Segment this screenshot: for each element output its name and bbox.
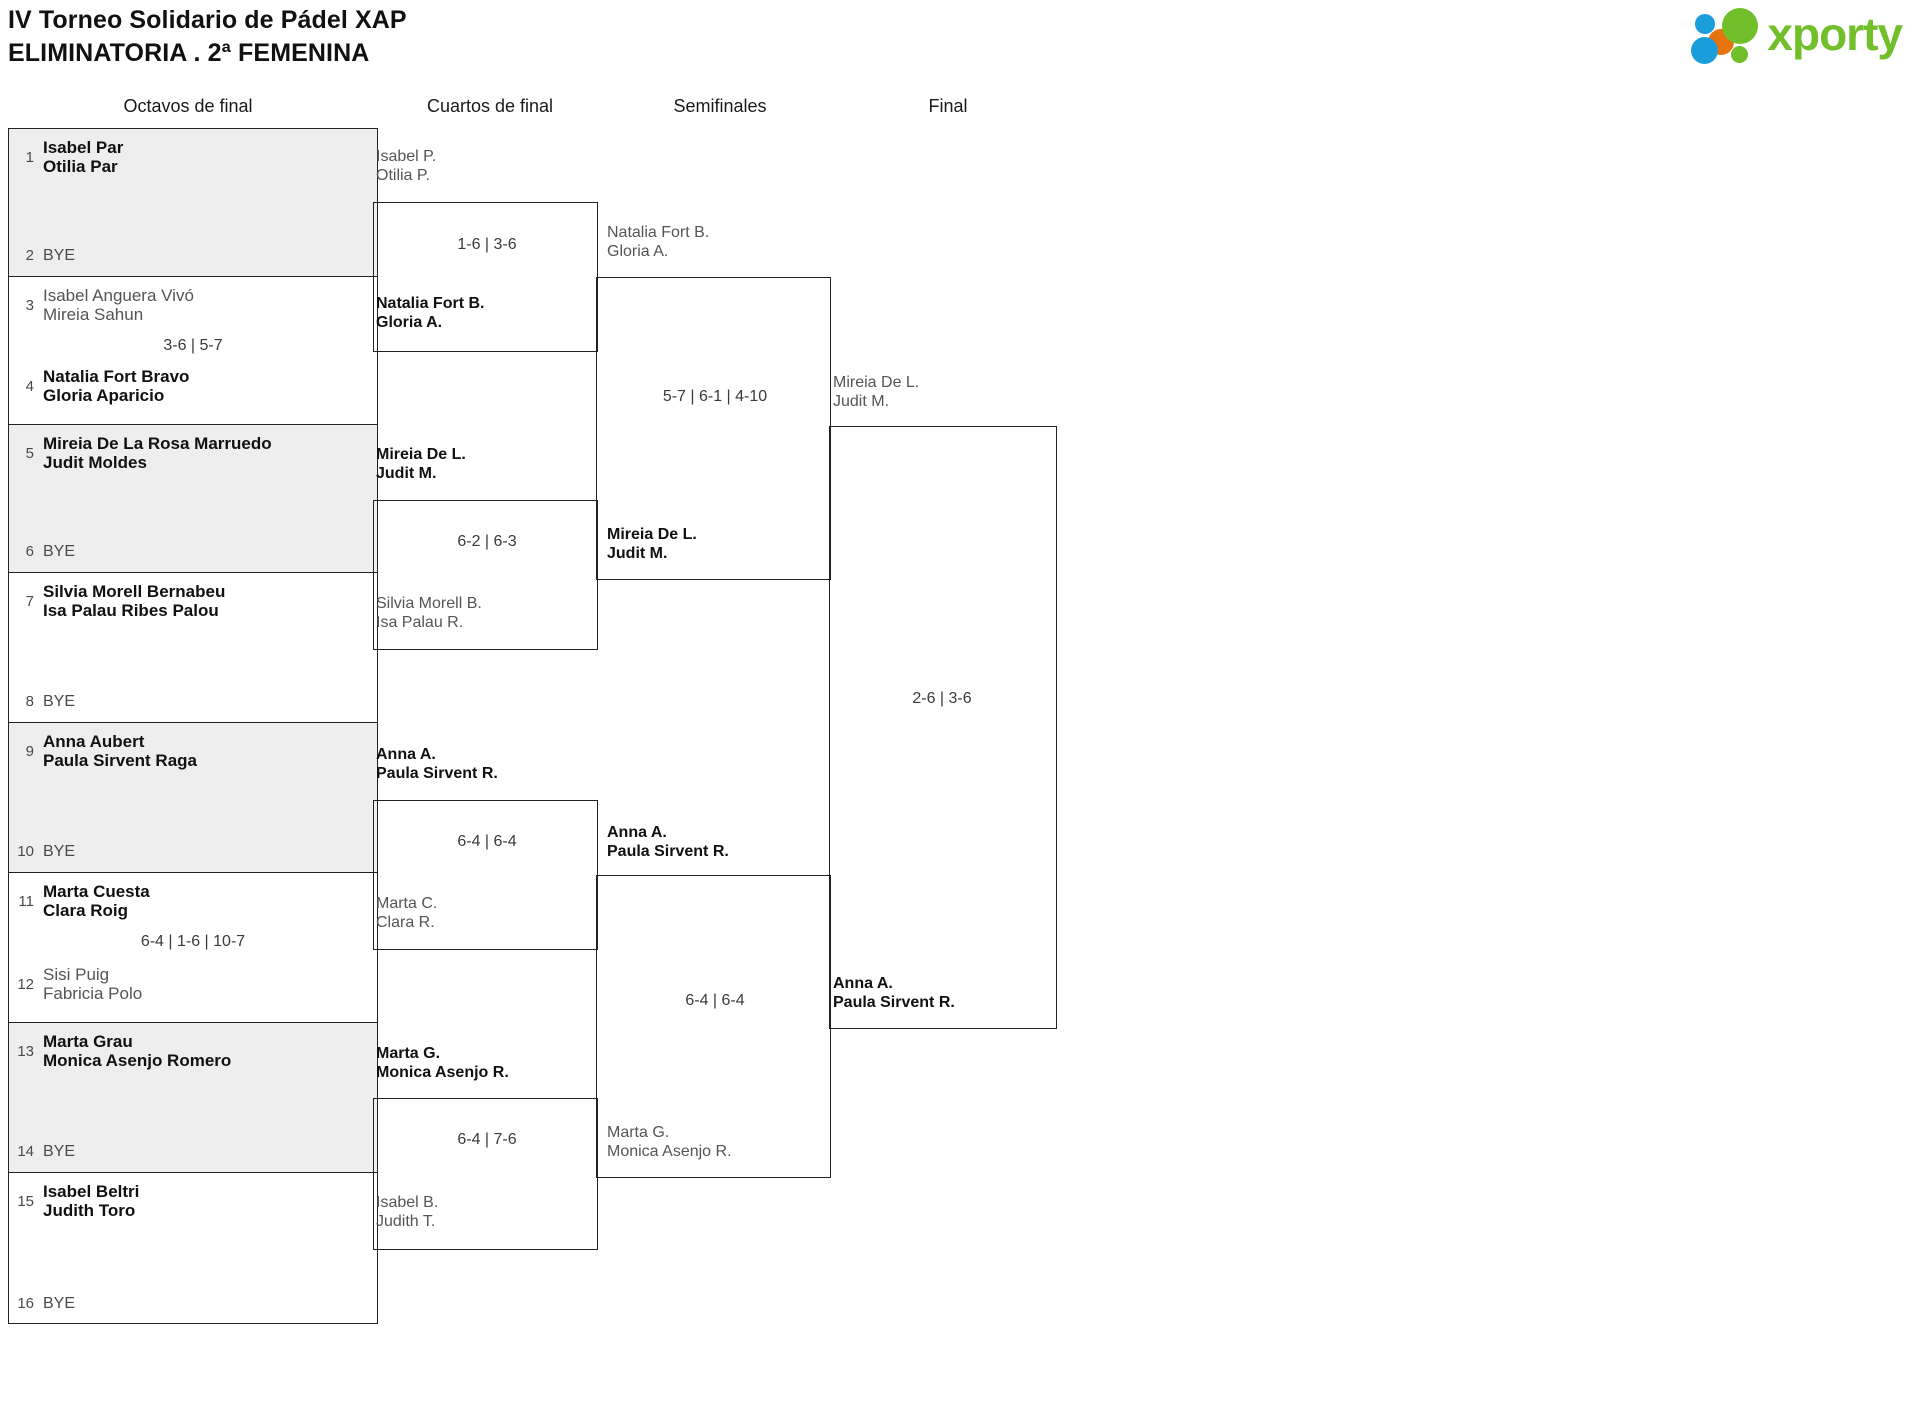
r2-m2-score: 6-2 | 6-3: [457, 533, 517, 550]
r4-m1-top[interactable]: Mireia De L. Judit M.: [833, 374, 920, 410]
r2-connector-2: [373, 500, 598, 650]
round-header-octavos: Octavos de final: [123, 96, 253, 116]
r1-m5-bottom: 10 BYE: [9, 842, 377, 861]
seed-number: 9: [25, 743, 34, 760]
team-names: BYE: [43, 1143, 76, 1160]
seed-number: 13: [17, 1043, 34, 1060]
team-names: BYE: [43, 247, 76, 264]
team-names: Isabel Par Otilia Par: [43, 138, 124, 176]
r1-match-2[interactable]: 3 Isabel Anguera Vivó Mireia Sahun 3-6 |…: [8, 276, 378, 424]
seed-number: 1: [25, 149, 34, 166]
seed-number: 5: [25, 445, 34, 462]
seed-number: 14: [17, 1143, 34, 1160]
round-header-cuartos: Cuartos de final: [426, 96, 554, 116]
team-names: Marta Cuesta Clara Roig: [43, 882, 150, 920]
r1-m3-bottom: 6 BYE: [9, 542, 377, 561]
r1-m6-top[interactable]: 11 Marta Cuesta Clara Roig: [9, 882, 377, 920]
r1-m2-top[interactable]: 3 Isabel Anguera Vivó Mireia Sahun: [9, 286, 377, 324]
r3-connector-1: [596, 277, 831, 580]
r2-m3-score: 6-4 | 6-4: [457, 833, 517, 850]
r1-m8-top[interactable]: 15 Isabel Beltri Judith Toro: [9, 1182, 377, 1220]
r3-connector-2: [596, 875, 831, 1178]
r1-match-7[interactable]: 13 Marta Grau Monica Asenjo Romero 14 BY…: [8, 1022, 378, 1172]
logo-dot-green-large-icon: [1722, 8, 1759, 44]
r1-match-6[interactable]: 11 Marta Cuesta Clara Roig 6-4 | 1-6 | 1…: [8, 872, 378, 1022]
r2-m1-score: 1-6 | 3-6: [457, 236, 517, 253]
r1-match-5[interactable]: 9 Anna Aubert Paula Sirvent Raga 10 BYE: [8, 722, 378, 872]
r1-match-3[interactable]: 5 Mireia De La Rosa Marruedo Judit Molde…: [8, 424, 378, 572]
r1-m2-score: 3-6 | 5-7: [163, 337, 223, 354]
r1-m3-top[interactable]: 5 Mireia De La Rosa Marruedo Judit Molde…: [9, 434, 377, 472]
team-names: Silvia Morell Bernabeu Isa Palau Ribes P…: [43, 582, 226, 620]
team-names: BYE: [43, 1295, 76, 1312]
r1-m6-score: 6-4 | 1-6 | 10-7: [140, 933, 246, 950]
r2-m2-bottom[interactable]: Silvia Morell B. Isa Palau R.: [376, 595, 482, 631]
team-names: Sisi Puig Fabricia Polo: [43, 965, 143, 1003]
team-names: Mireia De La Rosa Marruedo Judit Moldes: [43, 434, 272, 472]
r4-m1-bottom-champion[interactable]: Anna A. Paula Sirvent R.: [833, 975, 955, 1011]
r3-m1-bottom[interactable]: Mireia De L. Judit M.: [607, 526, 697, 562]
r2-m4-score: 6-4 | 7-6: [457, 1131, 517, 1148]
logo-dot-blue-large-icon: [1691, 37, 1719, 64]
team-names: BYE: [43, 693, 76, 710]
logo-dot-blue-small-icon: [1695, 14, 1716, 34]
team-names: Anna Aubert Paula Sirvent Raga: [43, 732, 198, 770]
team-names: Isabel Anguera Vivó Mireia Sahun: [43, 286, 194, 324]
tournament-name: IV Torneo Solidario de Pádel XAP: [8, 6, 407, 34]
r1-m5-top[interactable]: 9 Anna Aubert Paula Sirvent Raga: [9, 732, 377, 770]
r3-m2-bottom[interactable]: Marta G. Monica Asenjo R.: [607, 1124, 732, 1160]
r2-m4-bottom[interactable]: Isabel B. Judith T.: [376, 1194, 439, 1230]
r1-m7-bottom: 14 BYE: [9, 1142, 377, 1161]
team-names: BYE: [43, 843, 76, 860]
r2-m2-top[interactable]: Mireia De L. Judit M.: [376, 446, 466, 482]
xporty-logo: xporty: [1691, 6, 1903, 64]
round-header-final: Final: [928, 96, 968, 116]
r1-m4-bottom: 8 BYE: [9, 692, 377, 711]
tournament-category: ELIMINATORIA . 2ª FEMENINA: [8, 39, 370, 67]
r2-connector-4: [373, 1098, 598, 1250]
logo-wordmark: xporty: [1767, 8, 1903, 60]
team-names: BYE: [43, 543, 76, 560]
r4-m1-score: 2-6 | 3-6: [912, 690, 972, 707]
r1-match-4[interactable]: 7 Silvia Morell Bernabeu Isa Palau Ribes…: [8, 572, 378, 722]
r1-m7-top[interactable]: 13 Marta Grau Monica Asenjo Romero: [9, 1032, 377, 1070]
r2-m3-bottom[interactable]: Marta C. Clara R.: [376, 895, 438, 931]
r2-m3-top[interactable]: Anna A. Paula Sirvent R.: [376, 746, 498, 782]
r2-m4-top[interactable]: Marta G. Monica Asenjo R.: [376, 1045, 509, 1081]
seed-number: 15: [17, 1193, 34, 1210]
r3-m2-top[interactable]: Anna A. Paula Sirvent R.: [607, 824, 729, 860]
r3-m1-top[interactable]: Natalia Fort B. Gloria A.: [607, 224, 710, 260]
team-names: Natalia Fort Bravo Gloria Aparicio: [43, 367, 190, 405]
logo-dots-icon: [1691, 8, 1765, 64]
r3-m1-score: 5-7 | 6-1 | 4-10: [662, 388, 768, 405]
r1-m4-top[interactable]: 7 Silvia Morell Bernabeu Isa Palau Ribes…: [9, 582, 377, 620]
r1-m2-bottom[interactable]: 4 Natalia Fort Bravo Gloria Aparicio: [9, 367, 377, 405]
seed-number: 7: [25, 593, 34, 610]
round-header-semis: Semifinales: [673, 96, 767, 116]
r3-m2-score: 6-4 | 6-4: [685, 992, 745, 1009]
r1-m1-bottom: 2 BYE: [9, 246, 377, 265]
r1-match-8[interactable]: 15 Isabel Beltri Judith Toro 16 BYE: [8, 1172, 378, 1324]
r2-m1-bottom[interactable]: Natalia Fort B. Gloria A.: [376, 295, 485, 331]
r1-match-1[interactable]: 1 Isabel Par Otilia Par 2 BYE: [8, 128, 378, 276]
r1-m1-top[interactable]: 1 Isabel Par Otilia Par: [9, 138, 377, 176]
team-names: Isabel Beltri Judith Toro: [43, 1182, 140, 1220]
page-title: IV Torneo Solidario de Pádel XAP ELIMINA…: [8, 4, 407, 70]
logo-dot-green-small-icon: [1731, 46, 1749, 63]
r2-m1-top[interactable]: Isabel P. Otilia P.: [376, 148, 437, 184]
seed-number: 8: [25, 693, 34, 710]
seed-number: 12: [17, 976, 34, 993]
r4-connector-1: [829, 426, 1057, 1029]
seed-number: 10: [17, 843, 34, 860]
seed-number: 11: [18, 893, 34, 910]
seed-number: 2: [25, 247, 34, 264]
seed-number: 3: [25, 297, 34, 314]
seed-number: 4: [25, 378, 34, 395]
seed-number: 16: [17, 1295, 34, 1312]
r1-m8-bottom: 16 BYE: [9, 1294, 377, 1313]
seed-number: 6: [25, 543, 34, 560]
team-names: Marta Grau Monica Asenjo Romero: [43, 1032, 232, 1070]
r1-m6-bottom[interactable]: 12 Sisi Puig Fabricia Polo: [9, 965, 377, 1003]
